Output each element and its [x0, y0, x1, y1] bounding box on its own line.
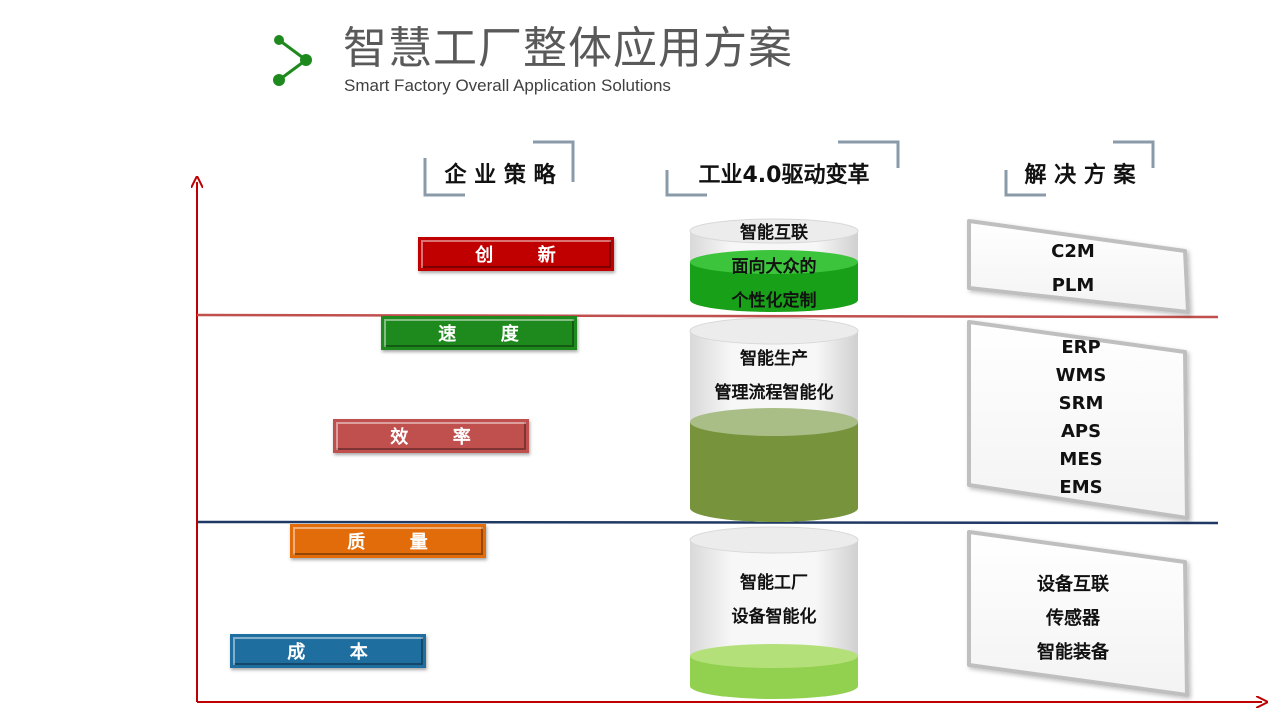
solution-item: APS	[1060, 421, 1102, 442]
solution-item: 智能装备	[1037, 642, 1109, 663]
column-header-industry: 工业4.0驱动变革	[698, 163, 870, 188]
tier-3-text: 智能工厂 设备智能化	[690, 566, 858, 634]
share-nodes-icon	[273, 35, 312, 86]
tier-line: 智能工厂	[740, 573, 808, 593]
solution-1-items: C2M PLM	[1003, 235, 1143, 303]
solution-item: EMS	[1059, 477, 1103, 498]
strategy-bar-cost: 成 本	[230, 634, 426, 668]
tier-line: 管理流程智能化	[714, 383, 834, 403]
tier-line: 面向大众的	[731, 257, 817, 277]
cylinder-tier-1	[689, 218, 859, 312]
divider-bottom	[196, 520, 1219, 525]
solution-item: PLM	[1051, 275, 1095, 296]
column-bracket-industry	[665, 140, 900, 197]
page-title: 智慧工厂整体应用方案	[343, 23, 793, 74]
solution-item: 传感器	[1046, 608, 1100, 629]
column-header-solution: 解 决 方 案	[1024, 163, 1136, 188]
solution-item: ERP	[1061, 337, 1101, 358]
solution-panel-1	[967, 219, 1190, 314]
strategy-bar-innovation: 创 新	[418, 237, 614, 271]
solution-item: SRM	[1058, 393, 1104, 414]
tier-1-text: 智能互联 面向大众的 个性化定制	[690, 216, 858, 318]
cylinder-tier-3	[689, 526, 859, 699]
strategy-label: 创 新	[475, 245, 557, 266]
solution-3-items: 设备互联 传感器 智能装备	[1003, 568, 1143, 670]
divider-top	[196, 313, 1219, 319]
strategy-bar-efficiency: 效 率	[333, 419, 529, 453]
page-subtitle: Smart Factory Overall Application Soluti…	[344, 76, 671, 95]
strategy-bar-quality: 质 量	[290, 524, 486, 558]
solution-panel-2	[967, 320, 1189, 520]
solution-item: C2M	[1051, 241, 1095, 262]
solution-item: 设备互联	[1037, 574, 1109, 595]
tier-line: 个性化定制	[731, 291, 817, 311]
column-header-strategy: 企 业 策 略	[444, 163, 556, 188]
strategy-bar-speed: 速 度	[381, 316, 577, 350]
solution-item: WMS	[1055, 365, 1107, 386]
cylinder-tier-2	[689, 317, 859, 522]
solution-2-items: ERP WMS SRM APS MES EMS	[1011, 334, 1151, 502]
tier-line: 智能互联	[740, 223, 808, 243]
tier-line: 智能生产	[740, 349, 808, 369]
strategy-label: 质 量	[347, 532, 429, 553]
solution-item: MES	[1059, 449, 1103, 470]
column-bracket-strategy	[423, 140, 575, 197]
strategy-label: 速 度	[438, 324, 520, 345]
tier-2-text: 智能生产 管理流程智能化	[690, 342, 858, 410]
tier-line: 设备智能化	[731, 607, 817, 627]
strategy-label: 成 本	[287, 642, 369, 663]
column-bracket-solution	[1004, 140, 1155, 197]
strategy-label: 效 率	[390, 427, 472, 448]
solution-panel-3	[967, 530, 1189, 697]
